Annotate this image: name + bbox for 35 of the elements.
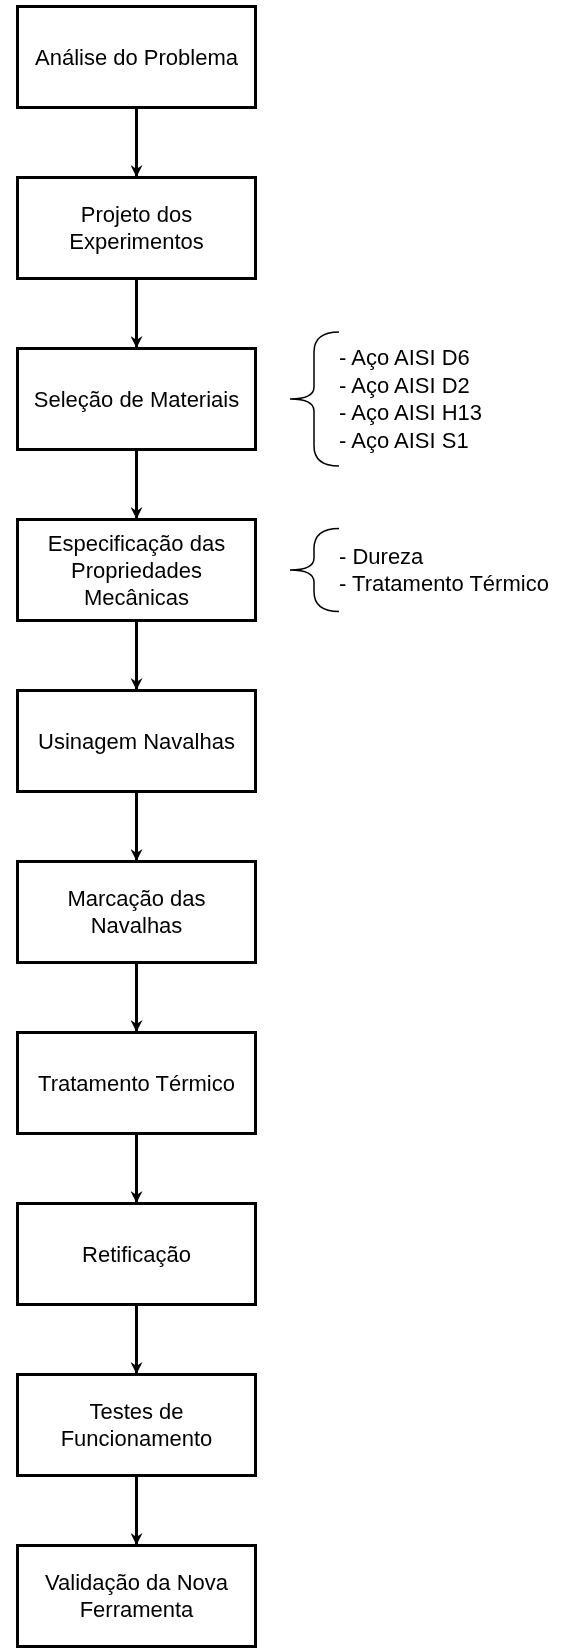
list-item: - Aço AISI D2 [339, 371, 470, 399]
list-item: - Tratamento Térmico [339, 570, 549, 598]
list-item: - Aço AISI H13 [339, 399, 483, 427]
arrow [130, 964, 143, 1032]
arrow [130, 451, 143, 519]
box-label: Tratamento Térmico [38, 1069, 235, 1097]
box-label: Especificação das Propriedades Mecânicas [46, 529, 227, 611]
process-box [16, 518, 257, 622]
process-box [16, 347, 257, 451]
box-label: Marcação das Navalhas [66, 885, 207, 939]
box-label: Projeto dos Experimentos [68, 201, 205, 255]
process-box [16, 1031, 257, 1135]
box-label: Seleção de Materiais [33, 385, 240, 413]
process-box [16, 689, 257, 793]
list-item: - Aço AISI S1 [339, 426, 469, 454]
process-box [16, 1373, 257, 1477]
arrow [130, 1135, 143, 1203]
arrow [130, 1306, 143, 1374]
process-box [16, 176, 257, 280]
box-label: Retificação [82, 1240, 191, 1268]
box-label: Validação da Nova Ferramenta [43, 1569, 229, 1623]
list-item: - Aço AISI D6 [339, 344, 470, 372]
box-label: Testes de Funcionamento [59, 1398, 214, 1452]
arrow [130, 793, 143, 861]
box-label: Análise do Problema [35, 43, 238, 71]
arrow [130, 622, 143, 690]
process-box [16, 860, 257, 964]
arrow [130, 280, 143, 348]
arrow [130, 109, 143, 177]
list-item: - Dureza [339, 542, 424, 570]
process-box [16, 1544, 257, 1648]
process-box [16, 1202, 257, 1306]
box-label: Usinagem Navalhas [38, 727, 235, 755]
process-box [16, 5, 257, 109]
arrow [130, 1477, 143, 1545]
